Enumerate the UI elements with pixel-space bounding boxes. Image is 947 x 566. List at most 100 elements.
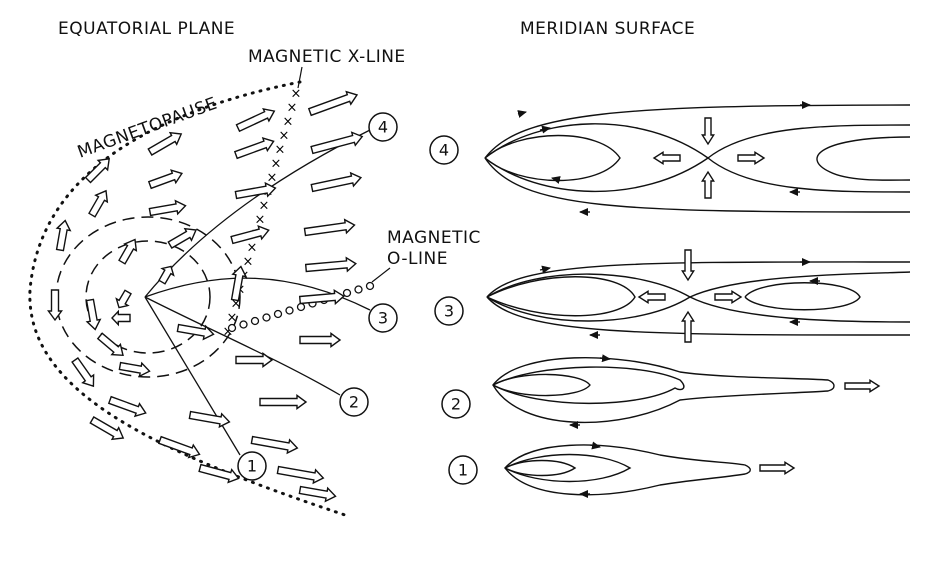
flow-arrow bbox=[259, 394, 308, 410]
x-line-cross-mark: × bbox=[287, 101, 298, 116]
meridian-flow-arrow bbox=[652, 151, 681, 165]
flow-arrow bbox=[85, 298, 102, 331]
flow-arrow bbox=[234, 181, 277, 200]
meridian-marker-1-label: 1 bbox=[458, 461, 468, 480]
flow-arrow bbox=[111, 309, 131, 327]
x-line-cross-mark: × bbox=[247, 241, 258, 256]
field-line-4-loop-right bbox=[816, 136, 911, 181]
flow-arrow bbox=[230, 265, 248, 302]
o-line-circle-mark bbox=[365, 281, 375, 291]
equatorial-marker-4-label: 4 bbox=[378, 118, 388, 137]
meridian-flow-arrow bbox=[637, 290, 666, 304]
o-line-circle-mark bbox=[342, 288, 352, 298]
flow-arrow bbox=[276, 465, 325, 485]
field-line-2-core bbox=[492, 373, 591, 397]
flow-arrow bbox=[176, 323, 215, 341]
flow-arrow bbox=[250, 435, 299, 455]
field-line-3-o-loop bbox=[744, 282, 861, 311]
flow-arrow bbox=[230, 224, 270, 245]
o-line-label-leader bbox=[371, 267, 391, 283]
flow-arrow bbox=[89, 416, 125, 441]
field-line-3-x-top bbox=[486, 271, 911, 298]
x-line-cross-mark: × bbox=[259, 199, 270, 214]
flow-arrow bbox=[115, 289, 132, 309]
flow-arrows bbox=[47, 90, 364, 503]
meridian-flow-arrow bbox=[701, 117, 715, 146]
magnetic-o-line bbox=[227, 281, 375, 333]
field-line-3-x-bottom bbox=[486, 296, 911, 323]
x-line-label-leader bbox=[297, 66, 303, 89]
flow-arrow bbox=[235, 107, 276, 133]
o-line-circle-mark bbox=[239, 320, 248, 329]
meridian-flow-arrow bbox=[701, 170, 715, 199]
meridian-marker-2-label: 2 bbox=[451, 395, 461, 414]
flow-arrow bbox=[158, 265, 175, 285]
o-line-circle-mark bbox=[285, 306, 294, 315]
flow-arrow bbox=[148, 199, 187, 217]
o-line-circle-mark bbox=[227, 323, 237, 333]
field-line-4-loop-left bbox=[484, 134, 621, 182]
equatorial-marker-2: 2 bbox=[339, 387, 369, 417]
x-line-cross-mark: × bbox=[231, 297, 242, 312]
o-line-circle-mark bbox=[354, 285, 363, 294]
field-line-2-inner bbox=[492, 366, 685, 405]
flow-arrow bbox=[88, 189, 109, 218]
flow-arrow bbox=[298, 288, 345, 306]
flow-arrow bbox=[157, 435, 201, 459]
flow-arrow bbox=[84, 157, 111, 184]
magnetopause-label: MAGNETOPAUSE bbox=[75, 94, 220, 163]
flow-arrow bbox=[167, 227, 198, 249]
o-line-label-line1: MAGNETIC bbox=[387, 228, 481, 248]
field-line-4-outer-top bbox=[484, 104, 911, 159]
meridian-surface-title: MERIDIAN SURFACE bbox=[520, 19, 695, 39]
equatorial-marker-1: 1 bbox=[237, 451, 267, 481]
meridian-flow-arrow bbox=[759, 461, 796, 475]
flow-arrow bbox=[235, 352, 274, 368]
x-line-cross-mark: × bbox=[275, 143, 286, 158]
meridian-marker-3-label: 3 bbox=[444, 302, 454, 321]
meridian-row-4: 4 bbox=[429, 101, 911, 216]
meridian-flow-arrows bbox=[637, 117, 881, 475]
meridian-marker-4-label: 4 bbox=[439, 141, 449, 160]
meridian-row-1: 1 bbox=[448, 441, 751, 498]
equatorial-marker-4: 4 bbox=[368, 112, 398, 142]
meridian-flow-arrow bbox=[681, 310, 695, 343]
equatorial-marker-3-label: 3 bbox=[378, 309, 388, 328]
flow-arrow bbox=[299, 332, 342, 348]
flow-arrow bbox=[298, 485, 337, 503]
inner-dashed-circle-middle bbox=[85, 240, 211, 354]
x-line-cross-mark: × bbox=[283, 115, 294, 130]
field-line-3-outer-bottom bbox=[486, 296, 911, 336]
equatorial-plane-title: EQUATORIAL PLANE bbox=[58, 19, 235, 39]
meridian-surface-panel: MERIDIAN SURFACE 4 3 bbox=[429, 19, 911, 498]
field-line-3-outer-top bbox=[486, 261, 911, 298]
meridian-flow-arrow bbox=[714, 290, 743, 304]
field-line-4-x-top bbox=[484, 123, 911, 159]
x-line-label: MAGNETIC X-LINE bbox=[248, 47, 406, 67]
o-line-circle-mark bbox=[250, 316, 260, 326]
radial-line-1 bbox=[144, 296, 241, 456]
flow-arrow bbox=[147, 131, 183, 156]
flow-arrow bbox=[96, 332, 124, 357]
x-line-cross-mark: × bbox=[279, 129, 290, 144]
equatorial-marker-2-label: 2 bbox=[349, 393, 359, 412]
o-line-circle-mark bbox=[273, 309, 283, 319]
meridian-flow-arrow bbox=[737, 151, 766, 165]
x-line-cross-mark: × bbox=[243, 255, 254, 270]
flow-arrow bbox=[198, 463, 240, 484]
flow-arrow bbox=[233, 137, 275, 160]
flow-arrow bbox=[147, 169, 184, 190]
field-line-4-x-bottom bbox=[484, 157, 911, 193]
x-line-cross-mark: × bbox=[271, 157, 282, 172]
radial-line-2 bbox=[144, 296, 341, 396]
x-line-cross-mark: × bbox=[227, 311, 238, 326]
x-line-cross-mark: × bbox=[223, 325, 234, 340]
flow-arrow bbox=[118, 361, 151, 378]
flow-arrow bbox=[310, 171, 363, 193]
x-line-cross-mark: × bbox=[267, 171, 278, 186]
o-line-circle-mark bbox=[296, 302, 306, 312]
flow-arrow bbox=[71, 357, 95, 388]
meridian-marker-4 bbox=[429, 135, 459, 165]
o-line-circle-mark bbox=[262, 313, 271, 322]
field-line-3-loop-left bbox=[486, 276, 636, 317]
